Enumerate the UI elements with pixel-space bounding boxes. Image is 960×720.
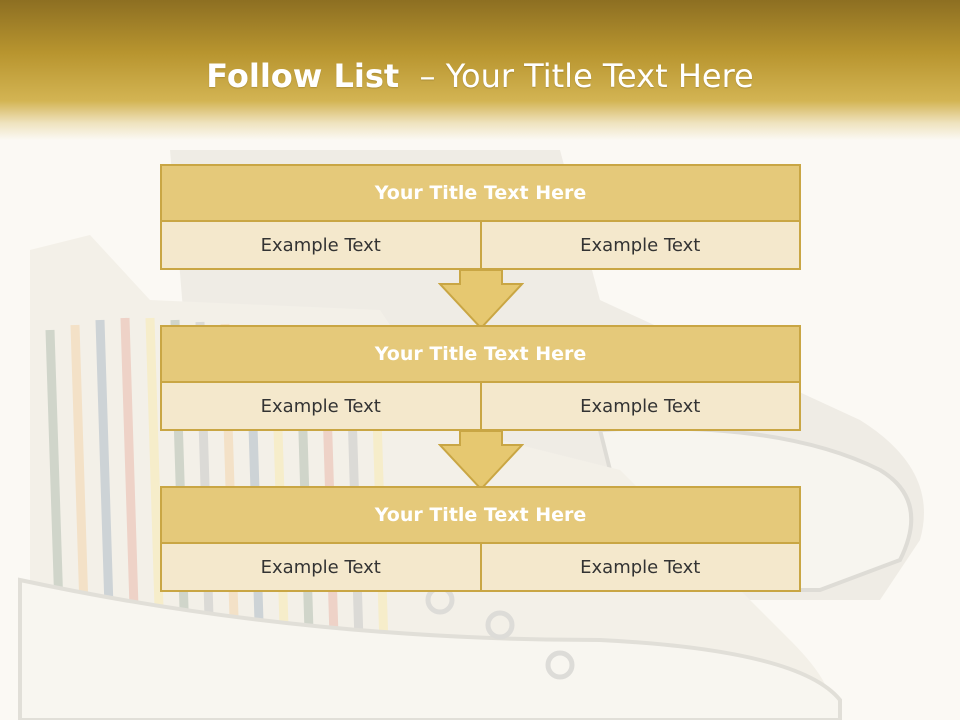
list-block-3: Your Title Text Here Example Text Exampl… <box>160 486 801 592</box>
block-cell-left: Example Text <box>160 381 482 431</box>
down-arrow-icon <box>438 431 524 491</box>
block-row: Example Text Example Text <box>160 381 801 431</box>
slide-title: Follow List – Your Title Text Here <box>0 54 960 98</box>
list-block-2: Your Title Text Here Example Text Exampl… <box>160 325 801 431</box>
slide-title-bold: Follow List <box>206 57 400 95</box>
block-cell-right: Example Text <box>479 542 801 592</box>
slide-title-rest: – Your Title Text Here <box>419 57 754 95</box>
down-arrow-icon <box>438 270 524 330</box>
block-cell-left: Example Text <box>160 220 482 270</box>
block-row: Example Text Example Text <box>160 542 801 592</box>
block-title: Your Title Text Here <box>160 486 801 544</box>
block-cell-right: Example Text <box>479 381 801 431</box>
block-cell-right: Example Text <box>479 220 801 270</box>
block-cell-left: Example Text <box>160 542 482 592</box>
block-row: Example Text Example Text <box>160 220 801 270</box>
block-title: Your Title Text Here <box>160 164 801 222</box>
list-block-1: Your Title Text Here Example Text Exampl… <box>160 164 801 270</box>
title-bar <box>0 0 960 140</box>
block-title: Your Title Text Here <box>160 325 801 383</box>
